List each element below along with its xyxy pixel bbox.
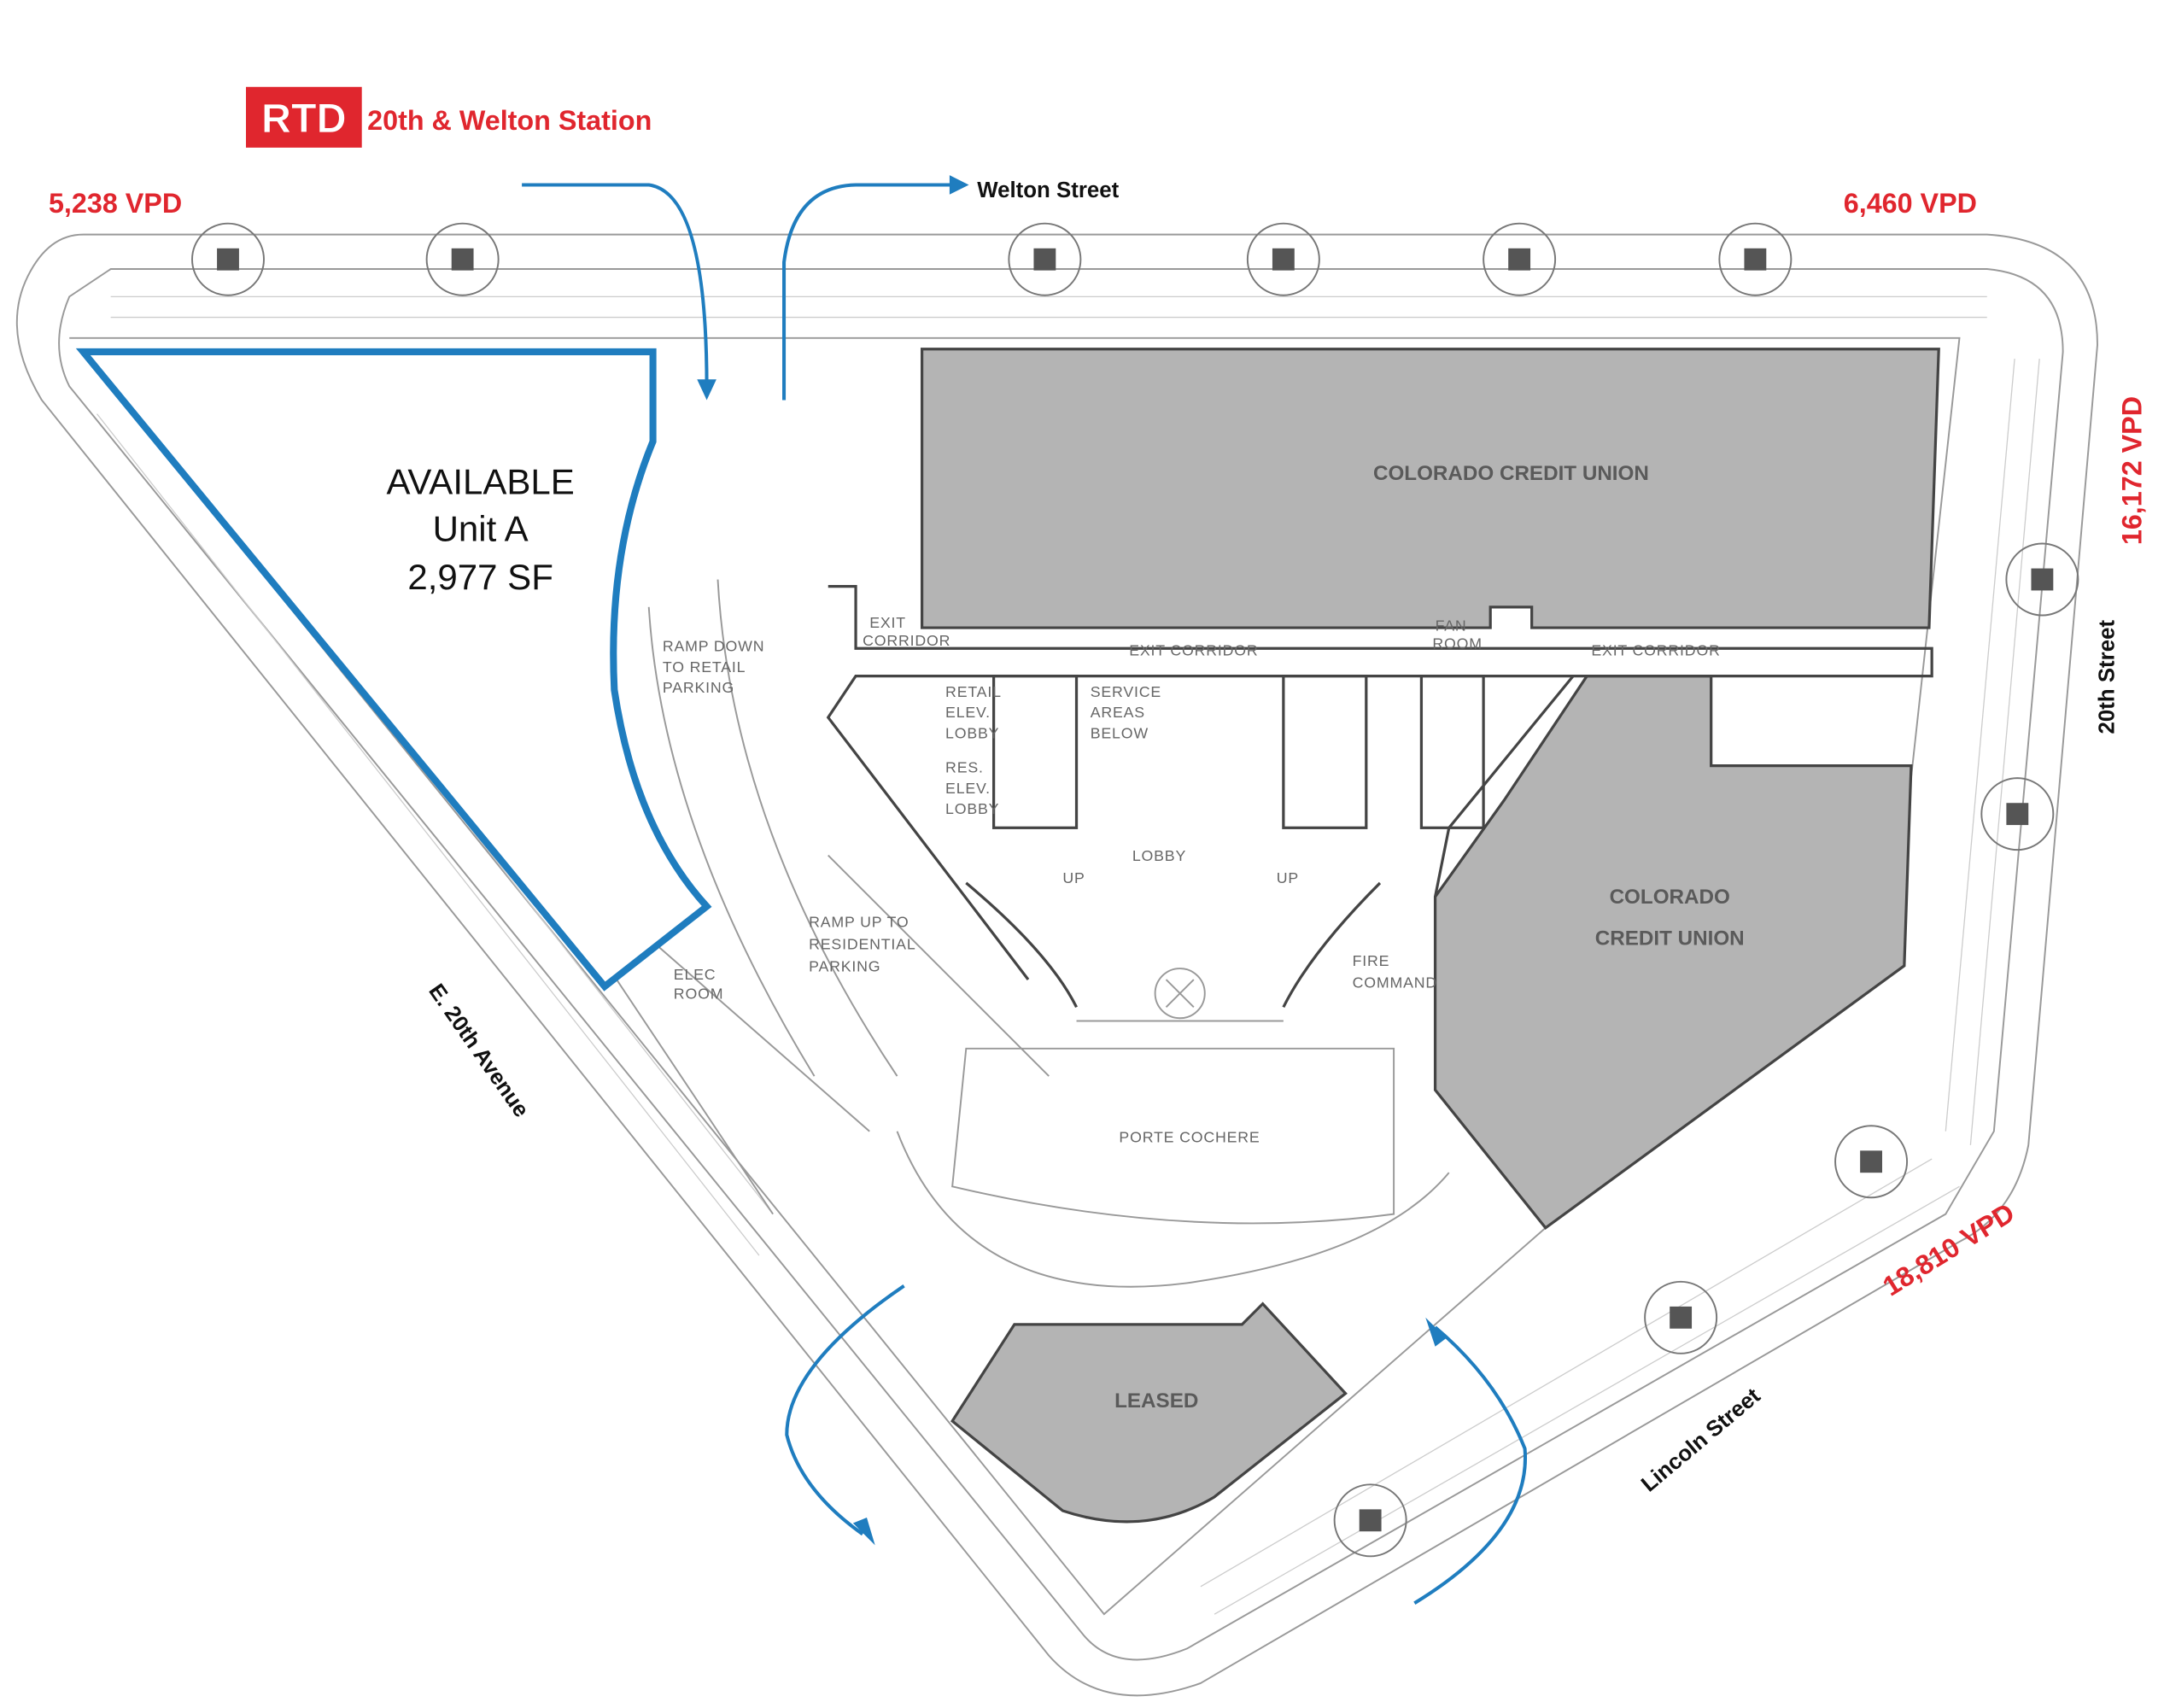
arrow-icon (522, 183, 709, 387)
traffic-count-20th-street: 16,172 VPD (2117, 396, 2148, 545)
label-fire-command: COMMAND (1353, 974, 1437, 991)
label-fan-room: ROOM (1432, 635, 1483, 652)
tree-icon (191, 222, 265, 296)
tree-icon (1644, 1280, 1718, 1354)
unit-name: Unit A (433, 508, 529, 548)
rtd-logo: RTD (246, 86, 362, 148)
core-walls (606, 579, 1933, 1288)
arrow-icon (785, 1284, 905, 1536)
label-retail-elev-lobby: RETAIL (945, 683, 1002, 700)
colorado-credit-union-top (920, 348, 1940, 629)
label-elec-room: ROOM (674, 986, 724, 1003)
label-res-elev-lobby: RES. (945, 759, 984, 776)
unit-size: 2,977 SF (407, 557, 553, 597)
label-ramp-up: RESIDENTIAL (809, 935, 915, 952)
station-name: 20th & Welton Station (367, 105, 652, 136)
label-service-areas: BELOW (1091, 724, 1149, 741)
label-ramp-down: TO RETAIL (663, 658, 746, 676)
unit-status: AVAILABLE (387, 461, 575, 501)
available-unit-a-outline[interactable] (75, 348, 712, 991)
arrow-icon (782, 183, 953, 401)
label-leased: LEASED (1114, 1389, 1198, 1413)
tree-icon (2005, 542, 2079, 617)
tree-icon (425, 222, 500, 296)
leased-space (950, 1301, 1348, 1524)
label-retail-elev-lobby: LOBBY (945, 724, 999, 741)
label-exit-corridor-small: EXIT (869, 614, 906, 631)
label-retail-elev-lobby: ELEV. (945, 704, 991, 721)
label-lobby: LOBBY (1132, 847, 1186, 864)
tree-icon (1718, 222, 1793, 296)
label-exit-corridor: EXIT CORRIDOR (1591, 641, 1720, 658)
label-elec-room: ELEC (674, 966, 716, 983)
street-label-lincoln: Lincoln Street (1637, 1383, 1765, 1496)
label-credit-union-right: CREDIT UNION (1595, 927, 1745, 951)
arrow-icon (1413, 1325, 1528, 1605)
label-credit-union-right: COLORADO (1610, 886, 1730, 909)
label-service-areas: SERVICE (1091, 683, 1161, 700)
label-credit-union-top: COLORADO CREDIT UNION (1373, 462, 1649, 485)
label-res-elev-lobby: ELEV. (945, 780, 991, 797)
tree-icon (1483, 222, 1557, 296)
label-service-areas: AREAS (1091, 704, 1145, 721)
label-porte-cochere: PORTE COCHERE (1119, 1129, 1260, 1146)
traffic-flow-arrows (522, 175, 1528, 1605)
tree-icon (1333, 1483, 1407, 1558)
street-label-20th-avenue: E. 20th Avenue (424, 980, 533, 1121)
traffic-count-welton-west: 5,238 VPD (49, 188, 182, 219)
colorado-credit-union-right (1433, 674, 1913, 1231)
traffic-count-welton-east: 6,460 VPD (1844, 188, 1977, 219)
label-up: UP (1062, 869, 1085, 886)
label-up: UP (1277, 869, 1299, 886)
label-ramp-up: RAMP UP TO (809, 914, 909, 931)
tree-icon (1246, 222, 1320, 296)
label-res-elev-lobby: LOBBY (945, 800, 999, 817)
label-ramp-down: RAMP DOWN (663, 638, 764, 655)
label-fire-command: FIRE (1353, 952, 1390, 969)
street-label-welton: Welton Street (977, 178, 1119, 202)
label-ramp-down: PARKING (663, 679, 734, 696)
label-fan-room: FAN (1436, 617, 1467, 634)
label-ramp-up: PARKING (809, 957, 880, 974)
label-exit-corridor-small: CORRIDOR (863, 632, 950, 649)
tree-icon (1980, 777, 2055, 851)
label-exit-corridor: EXIT CORRIDOR (1129, 641, 1258, 658)
street-label-20th-street: 20th Street (2095, 620, 2119, 734)
tree-icon (1834, 1125, 1909, 1199)
traffic-count-lincoln: 18,810 VPD (1877, 1197, 2020, 1302)
street-trees (191, 222, 2079, 1558)
rtd-logo-text: RTD (261, 96, 347, 142)
tree-icon (1008, 222, 1082, 296)
